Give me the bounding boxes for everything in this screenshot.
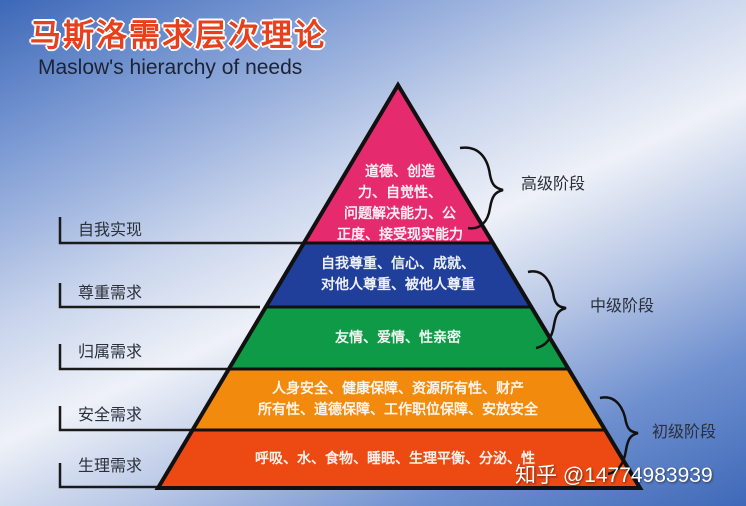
stage-label-high: 高级阶段 — [521, 174, 586, 193]
need-label-belonging: 归属需求 — [78, 342, 143, 361]
layer-text-physiological: 呼吸、水、食物、睡眠、生理平衡、分泌、性 — [255, 451, 535, 467]
layer-text-esteem: 自我尊重、信心、成就、 对他人尊重、被他人尊重 — [321, 256, 475, 293]
layer-text-belonging: 友情、爱情、性亲密 — [335, 330, 461, 346]
layer-belonging — [228, 307, 568, 369]
line-physiological — [58, 463, 168, 489]
need-label-self-actualization: 自我实现 — [78, 220, 143, 239]
layer-self-actualization — [305, 87, 491, 243]
layer-text-safety: 人身安全、健康保障、资源所有性、财产 所有性、道德保障、工作职位保障、安放安全 — [258, 381, 538, 418]
title-chinese: 马斯洛需求层次理论 — [30, 18, 327, 54]
stage-braces — [459, 146, 639, 476]
layer-separators — [192, 241, 604, 432]
line-esteem — [58, 283, 260, 309]
brace-low — [599, 396, 639, 476]
line-self-actualization — [58, 217, 305, 245]
layer-text-self-actualization: 道德、创造 力、自觉性、 问题解决能力、公 正度、接受现实能力 — [337, 164, 463, 243]
need-label-safety: 安全需求 — [78, 405, 143, 424]
layer-safety — [192, 369, 604, 430]
watermark: 知乎 @14774983939 — [515, 464, 713, 487]
layer-esteem — [265, 243, 531, 307]
stage-label-mid: 中级阶段 — [590, 296, 655, 315]
need-label-esteem: 尊重需求 — [78, 283, 143, 302]
need-label-lines — [58, 217, 305, 489]
need-label-physiological: 生理需求 — [78, 456, 143, 475]
title-english: Maslow's hierarchy of needs — [38, 56, 303, 79]
stage-label-low: 初级阶段 — [652, 422, 717, 441]
pyramid-outline — [154, 81, 644, 490]
brace-mid — [527, 270, 567, 350]
layer-physiological — [160, 430, 637, 487]
line-safety — [58, 406, 205, 432]
line-belonging — [58, 344, 232, 371]
brace-high — [459, 146, 504, 230]
